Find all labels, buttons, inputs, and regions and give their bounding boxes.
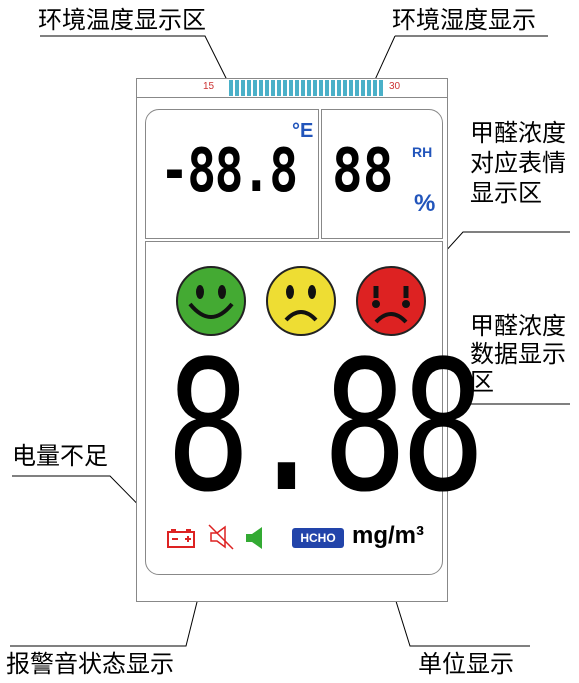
ribbon-left-tick: 15 xyxy=(203,81,215,92)
unit-display-label: 单位显示 xyxy=(418,650,514,678)
data-zone-label: 甲醛浓度数据显示区 xyxy=(470,312,566,396)
humidity-rh-label: RH xyxy=(412,144,433,160)
temp-zone-label: 环境温度显示区 xyxy=(38,6,206,34)
hcho-box: 8.88 HCHO mg/m³ xyxy=(145,241,485,575)
speaker-icon xyxy=(246,527,262,549)
temperature-unit: °E xyxy=(292,120,314,142)
temperature-value: -88.8 xyxy=(160,136,298,206)
humidity-zone-label: 环境湿度显示 xyxy=(392,6,536,34)
temperature-box: -88.8 °E xyxy=(145,109,319,239)
hcho-value: 8.88 xyxy=(166,323,485,532)
hcho-badge: HCHO xyxy=(292,528,344,548)
humidity-percent: % xyxy=(414,190,436,217)
battery-low-icon xyxy=(167,529,195,548)
alarm-state-label: 报警音状态显示 xyxy=(6,650,174,678)
crying-face-icon xyxy=(356,266,426,336)
face-zone-label: 甲醛浓度对应表情显示区 xyxy=(470,119,566,207)
ribbon-bars xyxy=(229,80,383,96)
lcd-panel: 15 30 -88.8 °E 88 RH % xyxy=(136,78,485,602)
battery-low-label: 电量不足 xyxy=(12,442,108,470)
unit-text: mg/m³ xyxy=(352,522,424,549)
humidity-value: 88 xyxy=(332,136,394,206)
ribbon-right-tick: 30 xyxy=(389,81,401,92)
happy-face-icon xyxy=(176,266,246,336)
sad-face-icon xyxy=(266,266,336,336)
scale-ribbon: 15 30 xyxy=(137,79,447,98)
humidity-box: 88 RH % xyxy=(321,109,443,239)
mute-icon xyxy=(208,524,234,550)
